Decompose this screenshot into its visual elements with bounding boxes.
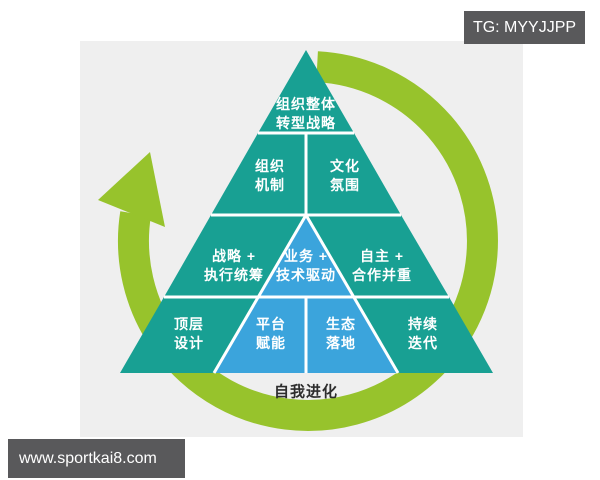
segment-tier2-right [306, 133, 401, 215]
segment-tier4-far-right [354, 297, 493, 373]
divider-blue-right-slant [304, 214, 400, 374]
segment-tier3-left [164, 215, 306, 297]
watermark-badge-text: www.sportkai8.com [19, 449, 157, 467]
segment-tier3-center [258, 215, 354, 297]
cycle-caption: 自我进化 [273, 383, 339, 401]
segment-tier1 [258, 50, 354, 133]
segment-tier2-left [211, 133, 306, 215]
segment-tier4-mid-right [306, 297, 398, 373]
telegram-badge-text: TG: MYYJJPP [472, 18, 577, 36]
segment-dividers [164, 131, 449, 374]
divider-blue-left-slant [212, 214, 308, 374]
cycle-arrowhead-icon [98, 152, 165, 227]
watermark-badge: www.sportkai8.com [8, 439, 185, 478]
telegram-badge: TG: MYYJJPP [464, 11, 585, 44]
segment-tier3-right [306, 215, 449, 297]
segment-tier4-mid-left [214, 297, 306, 373]
